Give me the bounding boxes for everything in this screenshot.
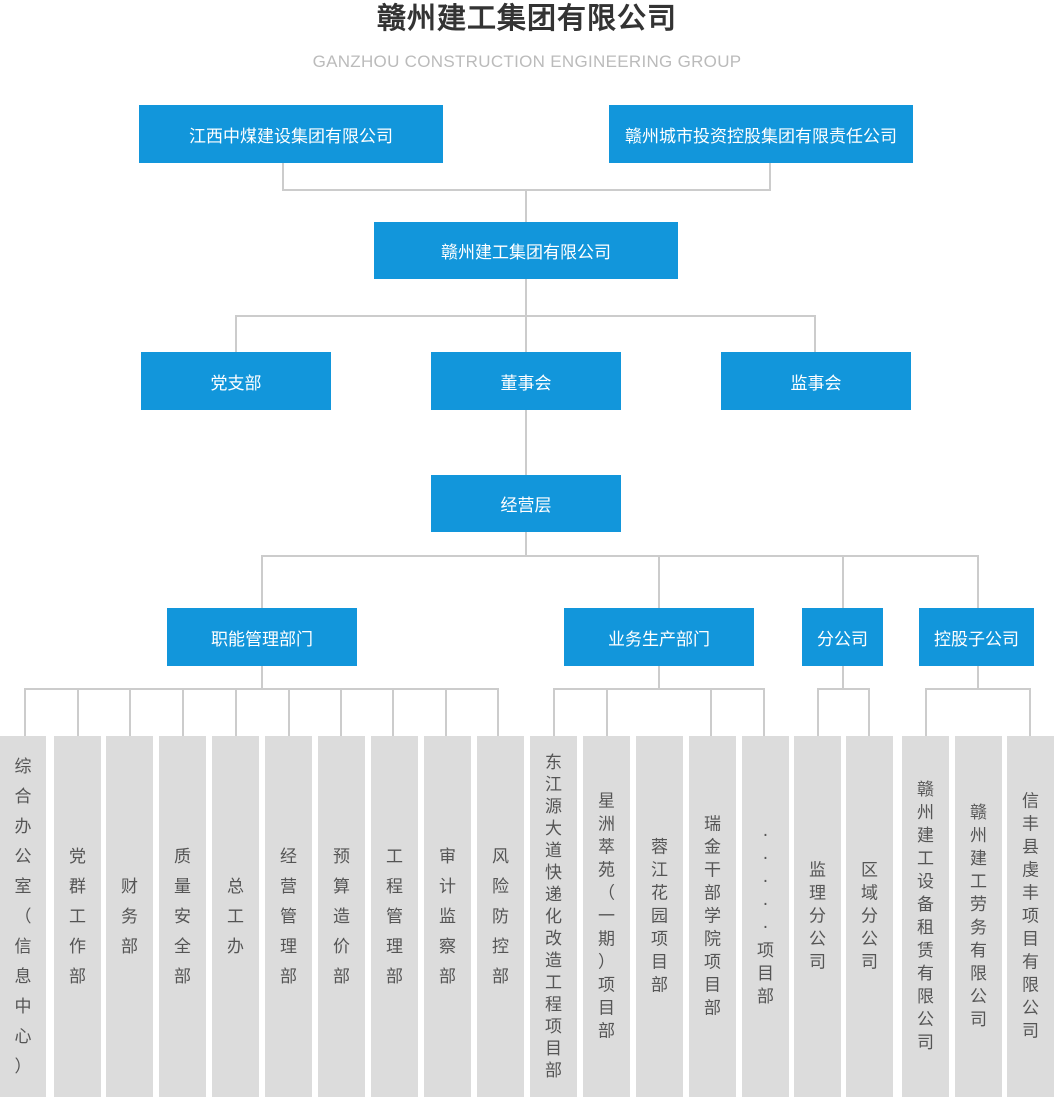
leaf-label: 综合办公室（信息中心） xyxy=(14,756,32,1077)
leaf-dongjiangyuan-project: 东江源大道快递化改造工程项目部 xyxy=(530,736,577,1097)
leaf-label: 瑞金干部学院项目部 xyxy=(704,814,721,1018)
leaf-regional-branch: 区域分公司 xyxy=(846,736,893,1097)
business-production-node: 业务生产部门 xyxy=(564,608,754,666)
leaf-equipment-leasing-company: 赣州建工设备租赁有限公司 xyxy=(902,736,949,1097)
leaf-general-office: 综合办公室（信息中心） xyxy=(0,736,46,1097)
leaf-label: 党群工作部 xyxy=(69,846,86,987)
leaf-supervision-branch: 监理分公司 xyxy=(794,736,841,1097)
leaf-label: 监理分公司 xyxy=(809,860,826,972)
leaf-label: 信丰县虔丰项目有限公司 xyxy=(1022,791,1039,1041)
leaf-engineering-management: 工程管理部 xyxy=(371,736,418,1097)
leaf-label: 东江源大道快递化改造工程项目部 xyxy=(545,752,562,1081)
leaf-risk-control: 风险防控部 xyxy=(477,736,524,1097)
branch-company-node: 分公司 xyxy=(802,608,883,666)
leaf-labor-service-company: 赣州建工劳务有限公司 xyxy=(955,736,1002,1097)
leaf-label: 赣州建工劳务有限公司 xyxy=(970,802,987,1030)
leaf-label: 风险防控部 xyxy=(492,846,509,987)
parent-company-ganzhou-urban-investment: 赣州城市投资控股集团有限责任公司 xyxy=(609,105,913,163)
leaf-xingzhou-project: 星洲萃苑（一期）项目部 xyxy=(583,736,630,1097)
leaf-other-projects: ·····项目部 xyxy=(742,736,789,1097)
leaf-label: 星洲萃苑（一期）项目部 xyxy=(598,791,615,1041)
group-company-node: 赣州建工集团有限公司 xyxy=(374,222,678,279)
management-node: 经营层 xyxy=(431,475,621,532)
leaf-label: 预算造价部 xyxy=(333,846,350,987)
leaf-xinfeng-project-company: 信丰县虔丰项目有限公司 xyxy=(1007,736,1054,1097)
leaf-quality-safety: 质量安全部 xyxy=(159,736,206,1097)
leaf-chief-engineer-office: 总工办 xyxy=(212,736,259,1097)
leaf-label: 赣州建工设备租赁有限公司 xyxy=(917,779,934,1053)
leaf-party-affairs: 党群工作部 xyxy=(54,736,101,1097)
board-of-directors-node: 董事会 xyxy=(431,352,621,410)
supervisory-board-node: 监事会 xyxy=(721,352,911,410)
leaf-operation-management: 经营管理部 xyxy=(265,736,312,1097)
leaf-label: 总工办 xyxy=(227,876,244,957)
leaf-label: 审计监察部 xyxy=(439,846,456,987)
leaf-label: 区域分公司 xyxy=(861,860,878,972)
leaf-label: ·····项目部 xyxy=(757,825,774,1007)
party-branch-node: 党支部 xyxy=(141,352,331,410)
leaf-finance: 财务部 xyxy=(106,736,153,1097)
page-title: 赣州建工集团有限公司 xyxy=(376,1,677,35)
leaf-label: 经营管理部 xyxy=(280,846,297,987)
functional-departments-node: 职能管理部门 xyxy=(167,608,357,666)
leaf-budget-cost: 预算造价部 xyxy=(318,736,365,1097)
leaf-label: 财务部 xyxy=(121,876,138,957)
page-subtitle: GANZHOU CONSTRUCTION ENGINEERING GROUP xyxy=(312,52,742,71)
leaf-label: 质量安全部 xyxy=(174,846,191,987)
leaf-label: 工程管理部 xyxy=(386,846,403,987)
leaf-rongjiang-garden-project: 蓉江花园项目部 xyxy=(636,736,683,1097)
leaf-label: 蓉江花园项目部 xyxy=(651,837,668,995)
leaf-ruijin-college-project: 瑞金干部学院项目部 xyxy=(689,736,736,1097)
parent-company-jiangxi-zhongmei: 江西中煤建设集团有限公司 xyxy=(139,105,443,163)
holding-subsidiary-node: 控股子公司 xyxy=(919,608,1034,666)
leaf-audit-supervision: 审计监察部 xyxy=(424,736,471,1097)
